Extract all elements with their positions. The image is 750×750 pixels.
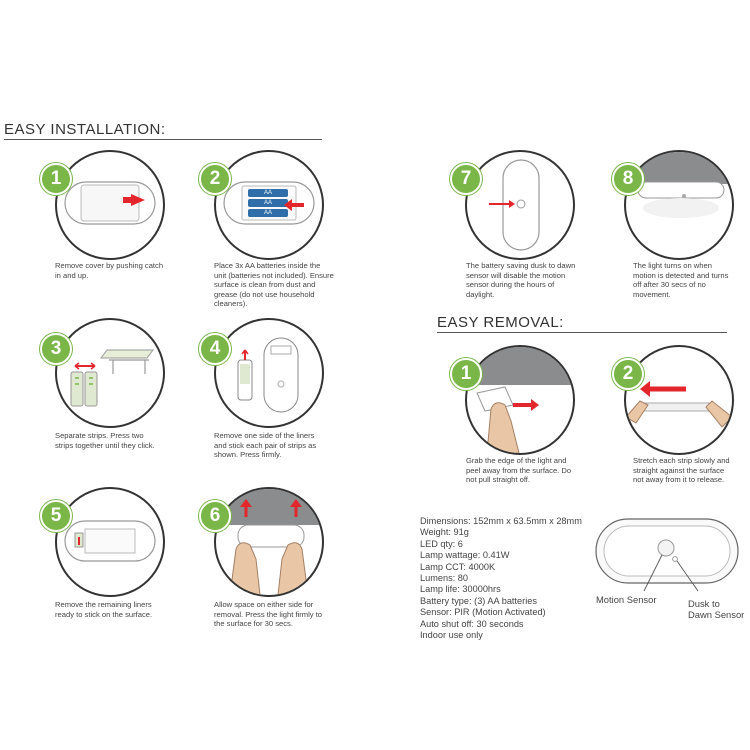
- product-diagram: [595, 518, 739, 592]
- removal-step-1-illustration: [465, 345, 575, 455]
- spec-sensor: Sensor: PIR (Motion Activated): [420, 607, 546, 618]
- install-step-2-illustration: AA AA AA: [214, 150, 324, 260]
- removal-step-1-badge: 1: [450, 358, 482, 390]
- spec-weight: Weight: 91g: [420, 527, 469, 538]
- install-step-4-caption: Remove one side of the liners and stick …: [214, 431, 317, 460]
- spec-indoor-use: Indoor use only: [420, 630, 483, 641]
- install-step-8-illustration: [624, 150, 734, 260]
- spec-lamp-cct: Lamp CCT: 4000K: [420, 561, 496, 572]
- battery-label-3: AA: [263, 210, 272, 216]
- spec-auto-shut-off: Auto shut off: 30 seconds: [420, 618, 524, 629]
- install-step-5-illustration: [55, 487, 165, 597]
- install-step-3-badge: 3: [40, 333, 72, 365]
- spec-led-qty: LED qty: 6: [420, 538, 463, 549]
- install-step-7-illustration: [465, 150, 575, 260]
- removal-divider: [437, 332, 727, 333]
- removal-step-1-caption: Grab the edge of the light and peel away…: [466, 456, 572, 485]
- install-step-3-illustration: [55, 318, 165, 428]
- dusk-to-dawn-sensor-label: Dusk to Dawn Sensor: [688, 598, 745, 620]
- install-step-5-badge: 5: [40, 500, 72, 532]
- battery-label-1: AA: [263, 190, 272, 196]
- spec-lumens: Lumens: 80: [420, 573, 469, 584]
- install-step-4-illustration: [214, 318, 324, 428]
- install-step-7-badge: 7: [450, 163, 482, 195]
- install-step-8-badge: 8: [612, 163, 644, 195]
- removal-step-2-badge: 2: [612, 358, 644, 390]
- spec-lamp-life: Lamp life: 30000hrs: [420, 584, 501, 595]
- install-step-3-caption: Separate strips. Press two strips togeth…: [55, 431, 155, 450]
- install-step-5-caption: Remove the remaining liners ready to sti…: [55, 600, 153, 619]
- install-step-8-caption: The light turns on when motion is detect…: [633, 261, 729, 299]
- removal-title: EASY REMOVAL:: [437, 314, 564, 331]
- install-step-2-badge: 2: [199, 163, 231, 195]
- install-step-2-caption: Place 3x AA batteries inside the unit (b…: [214, 261, 334, 309]
- install-step-6-badge: 6: [199, 500, 231, 532]
- install-step-6-illustration: [214, 487, 324, 597]
- install-step-1-illustration: [55, 150, 165, 260]
- spec-battery-type: Battery type: (3) AA batteries: [420, 595, 537, 606]
- install-step-6-caption: Allow space on either side for removal. …: [214, 600, 323, 629]
- install-step-1-caption: Remove cover by pushing catch in and up.: [55, 261, 164, 280]
- removal-step-2-caption: Stretch each strip slowly and straight a…: [633, 456, 730, 485]
- installation-title: EASY INSTALLATION:: [4, 121, 166, 138]
- spec-dimensions: Dimensions: 152mm x 63.5mm x 28mm: [420, 516, 582, 526]
- spec-lamp-wattage: Lamp wattage: 0.41W: [420, 550, 510, 561]
- battery-label-2: AA: [263, 200, 272, 206]
- removal-step-2-illustration: [624, 345, 734, 455]
- install-step-7-caption: The battery saving dusk to dawn sensor w…: [466, 261, 576, 299]
- install-step-1-badge: 1: [40, 163, 72, 195]
- installation-divider: [4, 139, 322, 140]
- specifications-list: Dimensions: 152mm x 63.5mm x 28mm Weight…: [420, 516, 582, 641]
- install-step-4-badge: 4: [199, 333, 231, 365]
- motion-sensor-label: Motion Sensor: [596, 594, 657, 605]
